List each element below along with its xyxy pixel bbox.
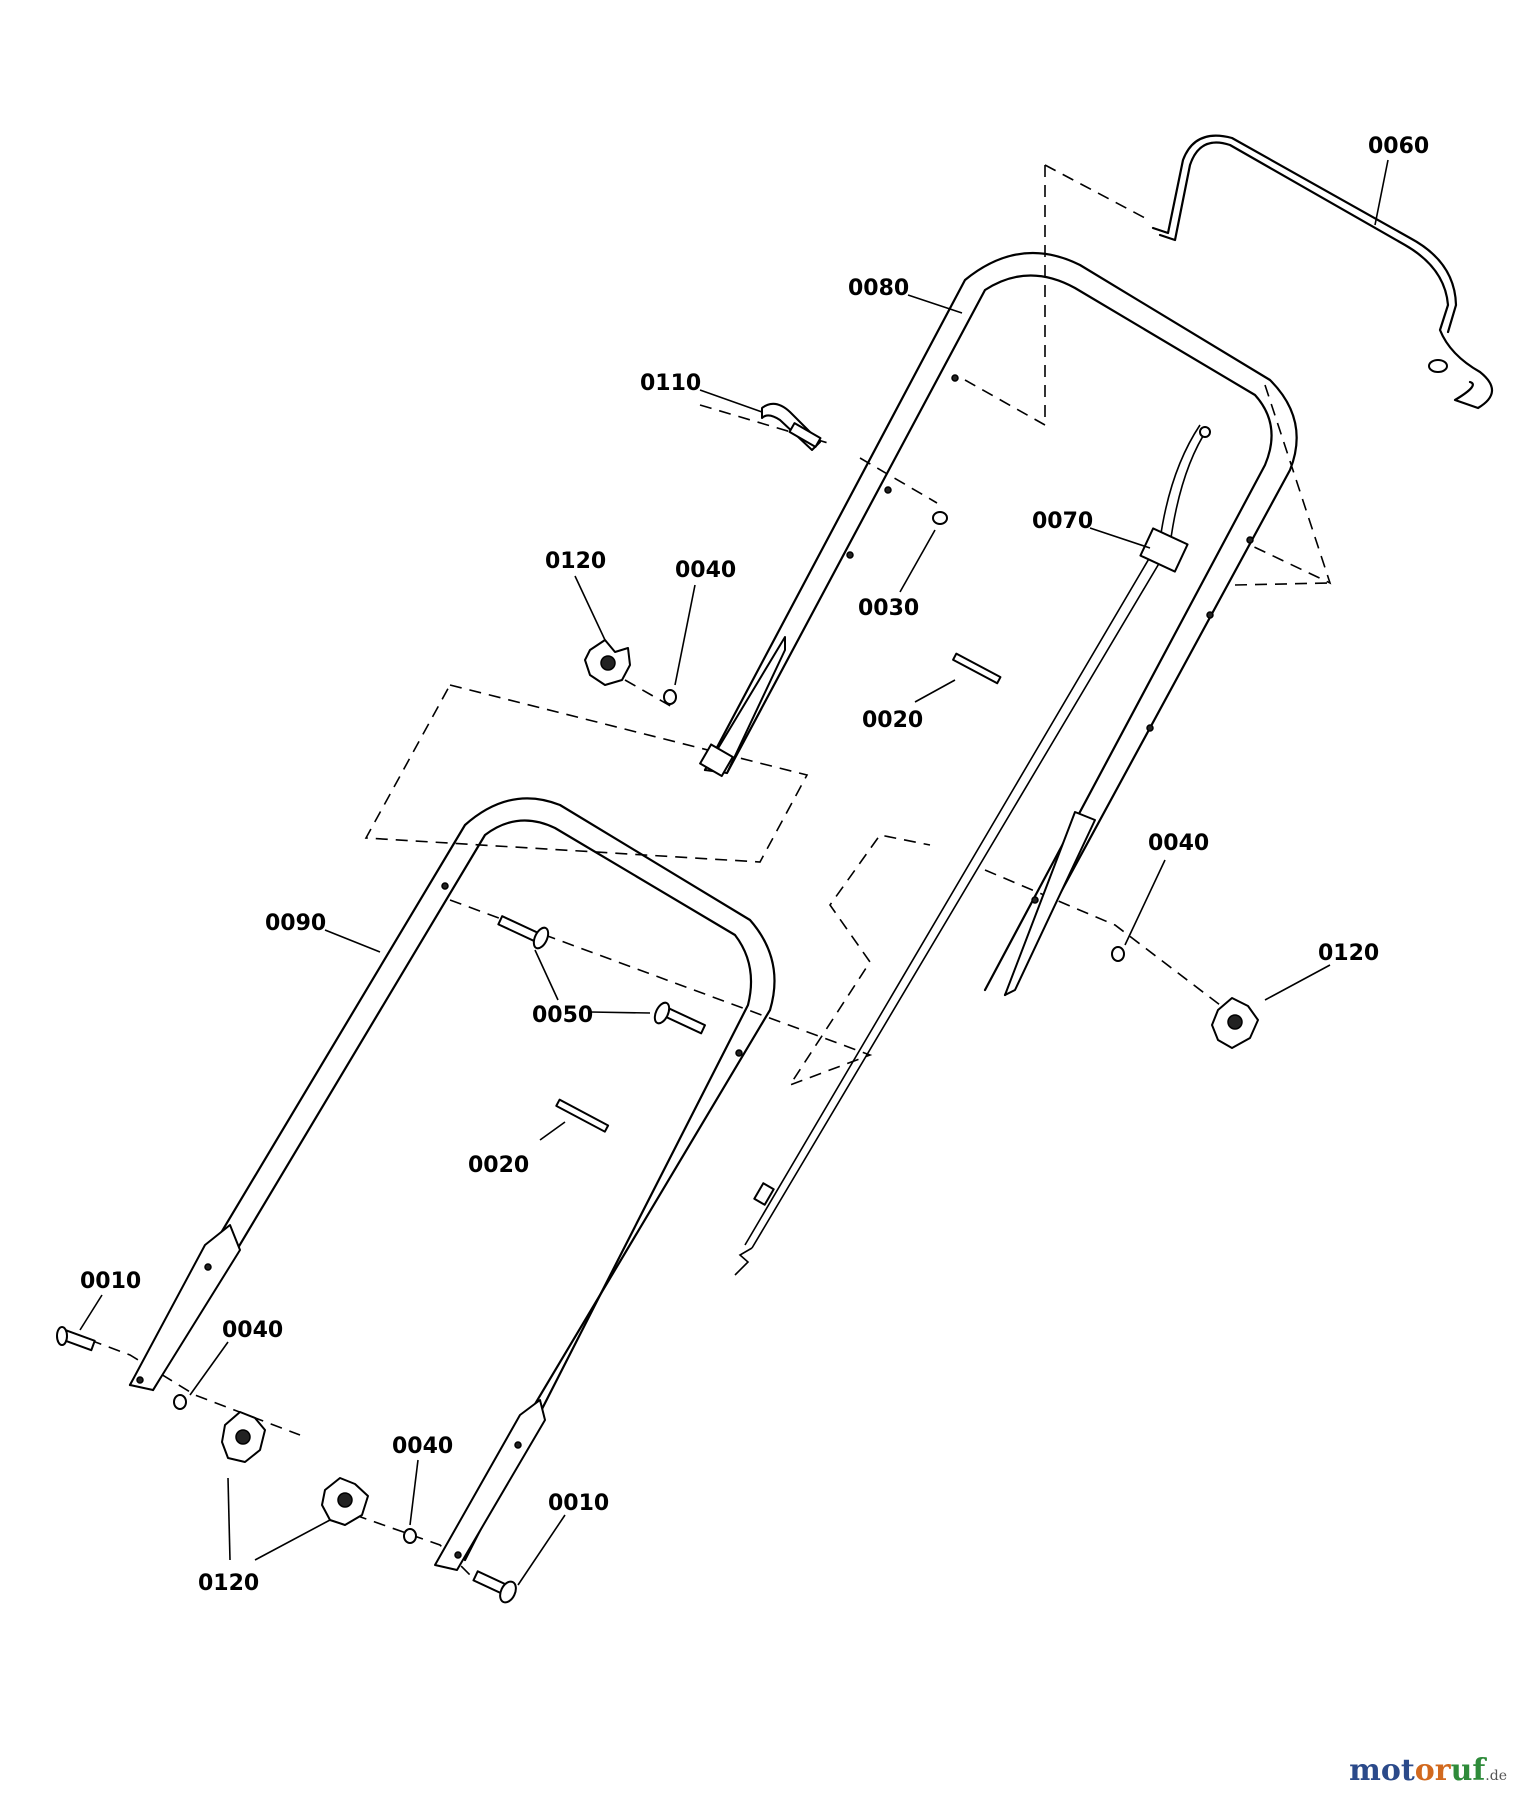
label-0040-right: 0040	[1148, 831, 1209, 856]
part-0040-washer-a	[663, 689, 677, 705]
part-0090-lower-handle	[128, 797, 776, 1571]
part-0060-bail-bar	[1151, 134, 1494, 410]
part-0050-bolt-b	[653, 1001, 706, 1035]
label-0010-right: 0010	[548, 1491, 609, 1516]
part-0120-knob-c	[221, 1411, 266, 1463]
part-0010-bolt-left	[56, 1326, 96, 1352]
label-0090: 0090	[265, 911, 326, 936]
part-0120-knob-a	[584, 639, 631, 686]
part-0010-bolt-right	[472, 1570, 517, 1604]
part-0110-clip	[761, 402, 822, 451]
part-0040-washer-c	[173, 1394, 187, 1410]
label-0020-upper: 0020	[862, 708, 923, 733]
part-0070-control-cable	[734, 424, 1211, 1276]
assembly-guides	[89, 164, 1332, 1581]
label-0080: 0080	[848, 276, 909, 301]
part-0020-bolt-lower	[555, 1098, 610, 1133]
label-0010-left: 0010	[80, 1269, 141, 1294]
label-0120-lower-left: 0120	[198, 1571, 259, 1596]
label-0030: 0030	[858, 596, 919, 621]
label-0120-upper-left: 0120	[545, 549, 606, 574]
label-0040-lower-mid: 0040	[392, 1434, 453, 1459]
part-0050-bolt-a	[497, 915, 550, 950]
label-0020-lower: 0020	[468, 1153, 529, 1178]
part-0040-washer-d	[403, 1528, 417, 1544]
label-0070: 0070	[1032, 509, 1093, 534]
leader-lines	[79, 159, 1389, 1586]
part-0120-knob-b	[1211, 997, 1259, 1049]
part-0080-upper-handle	[699, 251, 1298, 997]
part-0030-nut	[932, 511, 948, 525]
label-0120-right: 0120	[1318, 941, 1379, 966]
part-0120-knob-d	[321, 1477, 369, 1526]
label-0110: 0110	[640, 371, 701, 396]
part-0020-bolt-upper	[952, 652, 1002, 685]
label-0040-upper-left: 0040	[675, 558, 736, 583]
part-0040-washer-b	[1111, 946, 1125, 962]
label-0050: 0050	[532, 1003, 593, 1028]
label-0040-lower-left: 0040	[222, 1318, 283, 1343]
brand-logo: motoruf.de	[1349, 1753, 1507, 1788]
label-0060: 0060	[1368, 134, 1429, 159]
